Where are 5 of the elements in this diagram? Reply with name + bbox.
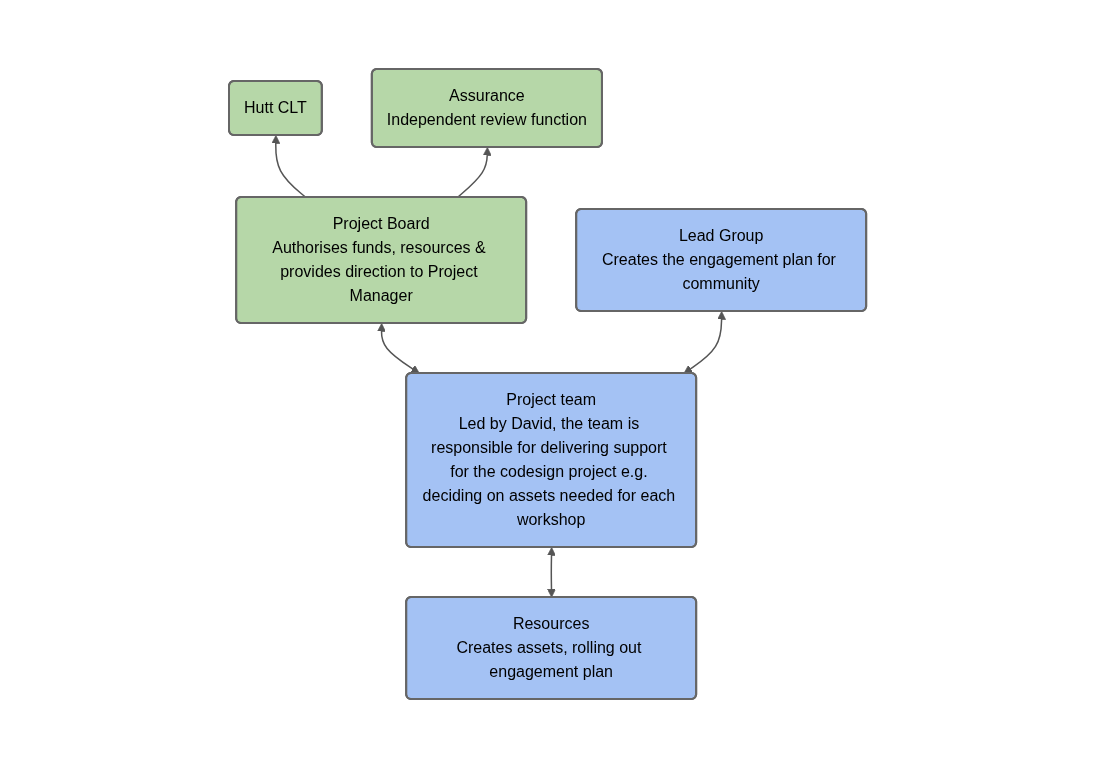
arrow [547, 546, 556, 597]
arrow [377, 322, 420, 374]
arrow [683, 310, 726, 374]
arrow [271, 134, 307, 198]
arrow [456, 146, 492, 198]
